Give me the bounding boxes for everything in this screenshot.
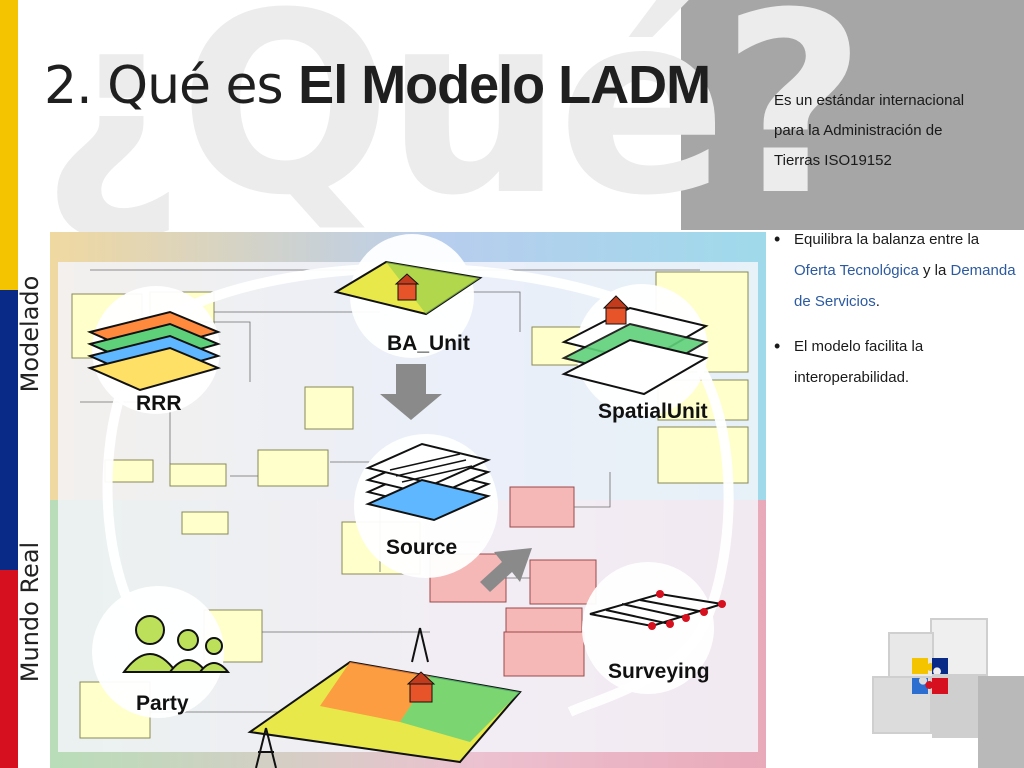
- bullet-1-text-start: Equilibra la balanza entre la: [794, 231, 980, 248]
- stripe-blue: [0, 290, 18, 570]
- intro-line-1: Es un estándar internacional: [774, 92, 965, 109]
- bullet-1-text-end: .: [875, 293, 880, 310]
- bullet-1-highlight-oferta: Oferta Tecnológica: [794, 262, 919, 279]
- title-plain: 2. Qué es: [44, 56, 299, 116]
- spatial-unit-label: SpatialUnit: [598, 400, 708, 423]
- decor-square: [872, 676, 932, 734]
- decor-square: [978, 676, 1024, 768]
- puzzle-logo-icon: [912, 658, 948, 694]
- party-label: Party: [136, 692, 189, 715]
- intro-line-2: para la Administración de: [774, 122, 943, 139]
- right-gray-panel: [681, 0, 1024, 230]
- ba-unit-label: BA_Unit: [387, 332, 470, 355]
- diagonal-arrow-icon: [480, 548, 532, 592]
- spatial-unit-bubble: [561, 284, 709, 416]
- bullet-1-highlight-demanda: Demanda de Servicios: [794, 262, 1016, 310]
- bullet-item: El modelo facilita la interoperabilidad.: [774, 331, 1019, 393]
- surveying-label: Surveying: [608, 660, 710, 683]
- land-parcels-illustration: [247, 627, 522, 768]
- intro-line-3: Tierras ISO19152: [774, 146, 1014, 176]
- side-label-mundo-real: Mundo Real: [16, 541, 44, 683]
- source-label: Source: [386, 536, 457, 559]
- slide-title: 2. Qué es El Modelo LADM: [44, 55, 711, 116]
- rrr-label: RRR: [136, 392, 182, 415]
- bullet-list: Equilibra la balanza entre la Oferta Tec…: [774, 224, 1019, 407]
- stripe-red: [0, 570, 18, 768]
- source-bubble: [354, 434, 498, 578]
- ladm-diagram: RRR BA_Unit SpatialUnit Source: [50, 232, 766, 768]
- bullet-1-text-mid: y la: [918, 262, 951, 279]
- intro-line-3-prefix: Tierras: [774, 152, 825, 169]
- iso-code: ISO19152: [824, 152, 892, 169]
- title-bold: El Modelo LADM: [298, 55, 711, 115]
- surveying-bubble: [582, 562, 726, 694]
- watermark-text: ¿Qué?: [40, 0, 866, 250]
- rrr-bubble: [86, 286, 222, 414]
- party-bubble: [92, 586, 231, 718]
- side-label-modelado: Modelado: [16, 275, 44, 393]
- stripe-yellow: [0, 0, 18, 290]
- intro-paragraph: Es un estándar internacional para la Adm…: [774, 86, 1014, 176]
- ba-unit-bubble: [333, 234, 483, 358]
- down-arrow-icon: [380, 364, 442, 420]
- bullet-item: Equilibra la balanza entre la Oferta Tec…: [774, 224, 1019, 317]
- bullet-2-text: El modelo facilita la interoperabilidad.: [794, 338, 924, 386]
